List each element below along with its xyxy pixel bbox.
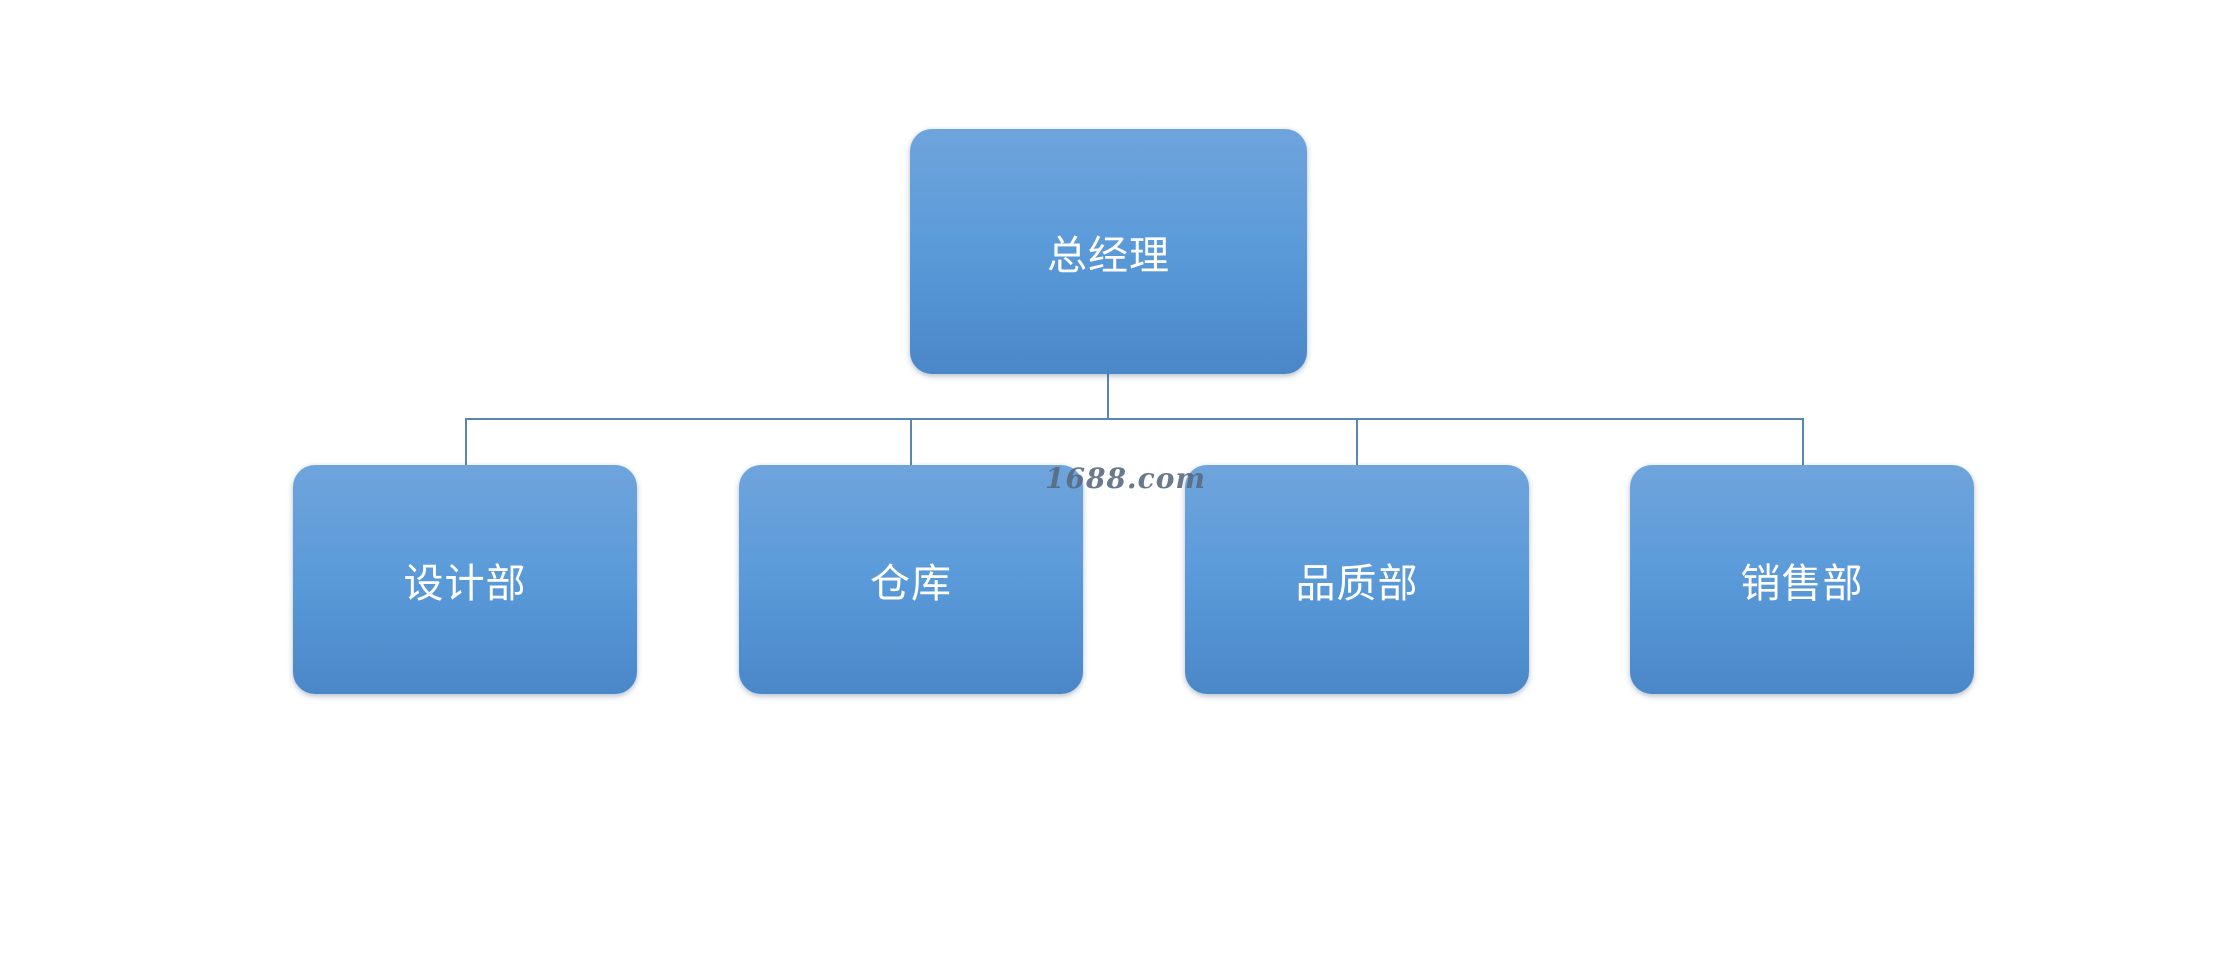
horizontal-connector	[465, 418, 1804, 420]
node-label: 品质部	[1295, 560, 1419, 607]
node-warehouse[interactable]: 仓库	[739, 465, 1083, 694]
watermark: 1688.com	[1045, 462, 1207, 495]
node-label: 总经理	[1047, 232, 1170, 279]
node-general-manager[interactable]: 总经理	[910, 129, 1307, 374]
child-connector-2	[910, 418, 912, 465]
node-design-dept[interactable]: 设计部	[293, 465, 637, 694]
child-connector-4	[1802, 418, 1804, 465]
root-connector	[1107, 374, 1109, 419]
node-label: 仓库	[870, 560, 952, 607]
node-label: 设计部	[403, 560, 527, 607]
node-label: 销售部	[1740, 560, 1864, 607]
node-sales-dept[interactable]: 销售部	[1630, 465, 1974, 694]
child-connector-1	[465, 418, 467, 465]
child-connector-3	[1356, 418, 1358, 465]
node-quality-dept[interactable]: 品质部	[1185, 465, 1529, 694]
